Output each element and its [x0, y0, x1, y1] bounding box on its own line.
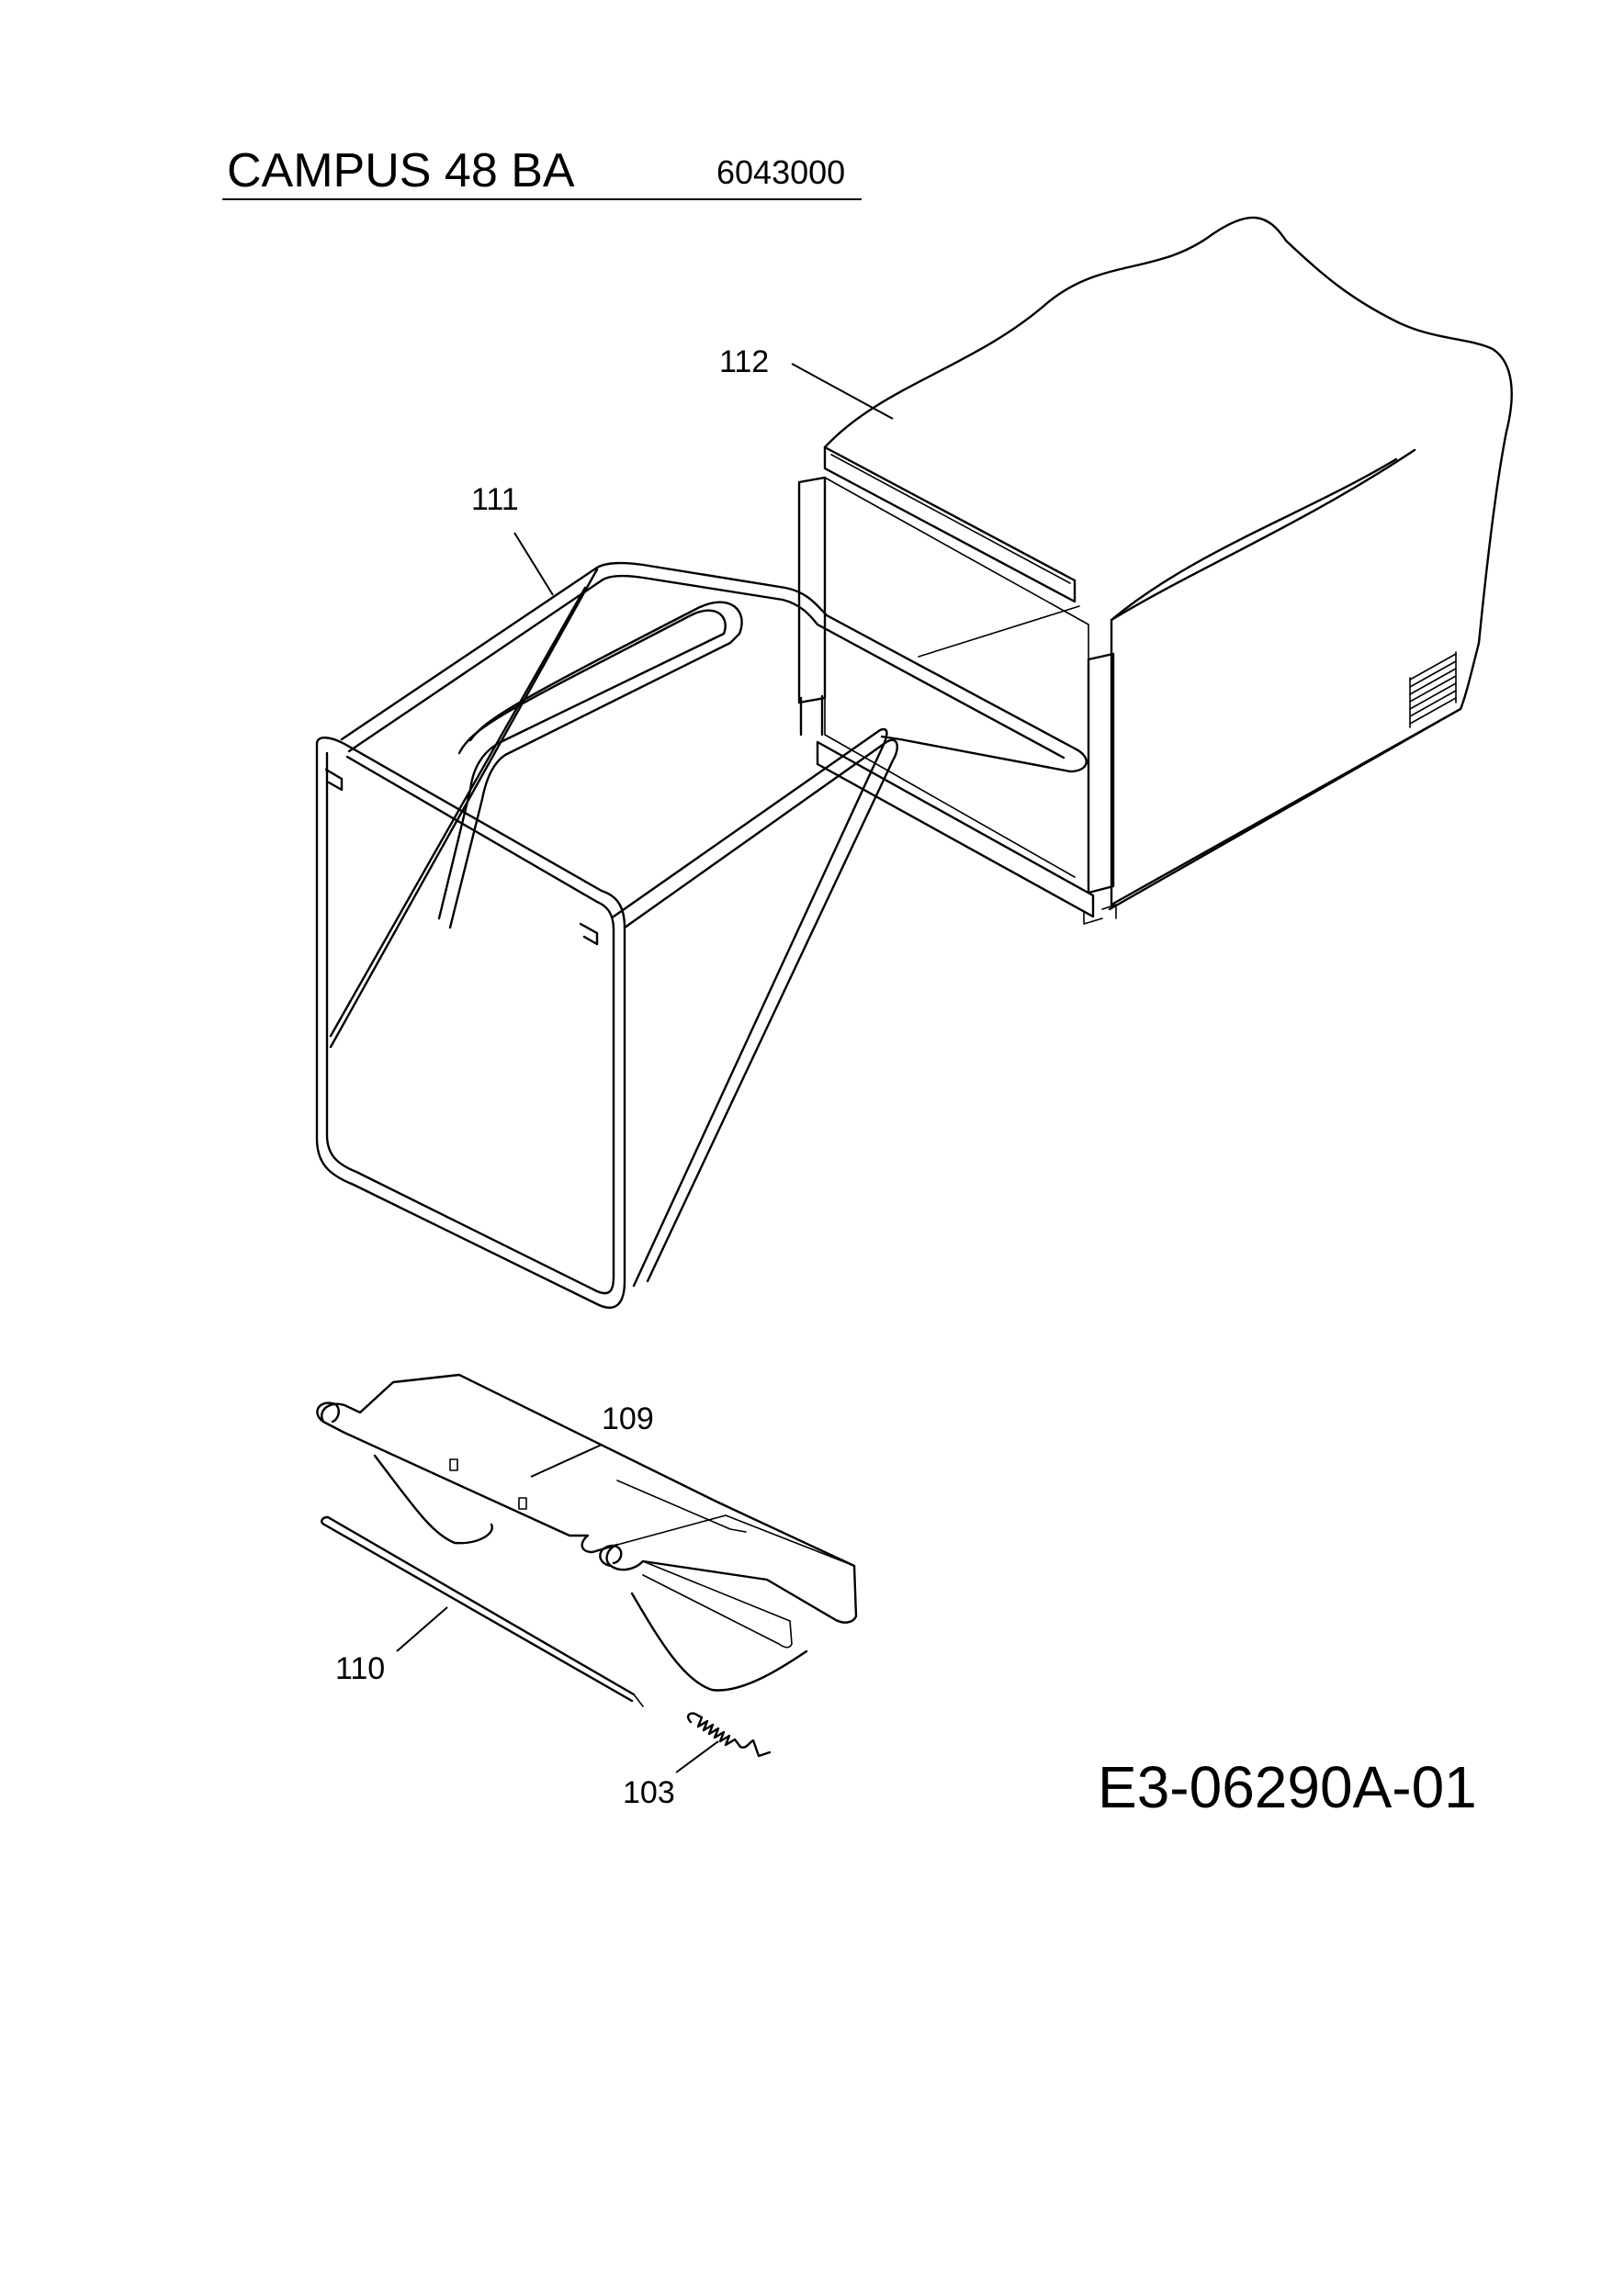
grass-bag-top-edge: [1110, 448, 1416, 622]
model-title: CAMPUS 48 BA: [227, 144, 575, 197]
callout-109: 109: [602, 1401, 654, 1436]
flap-axle-part: 110: [321, 1515, 644, 1707]
rear-flap-hinge-right: [599, 1544, 623, 1568]
rear-flap-lip: [642, 1560, 793, 1649]
rear-flap-slot-2: [518, 1497, 527, 1510]
rear-flap-plate: [321, 1373, 858, 1624]
callout-103: 103: [623, 1775, 675, 1810]
callout-leader-110: [396, 1606, 448, 1652]
rear-flap-side-right: [630, 1592, 808, 1692]
rear-flap-part: 109: [316, 1373, 858, 1692]
bag-frame-part: 111: [315, 482, 1088, 1310]
callout-leader-112: [791, 363, 894, 420]
rear-flap-slot-1: [449, 1458, 458, 1471]
header: CAMPUS 48 BA 6043000: [222, 144, 862, 200]
callout-111: 111: [471, 482, 519, 517]
callout-leader-109: [530, 1444, 603, 1478]
callout-110: 110: [335, 1651, 385, 1686]
grass-bag-front-frame: [797, 445, 1117, 925]
grass-bag-vent: [1409, 651, 1457, 728]
flap-axle-rod: [322, 1515, 636, 1703]
callout-leader-111: [513, 532, 554, 596]
grass-bag-bottom-edge: [1108, 707, 1462, 911]
callout-leader-103: [675, 1740, 719, 1773]
grass-bag-part: 112: [719, 216, 1513, 925]
bag-frame-wire: [315, 561, 1088, 1310]
flap-spring-coil: [686, 1712, 772, 1758]
grass-bag-outline: [823, 216, 1513, 906]
rear-flap-hinge-left: [316, 1401, 340, 1424]
rear-flap-side-left: [373, 1454, 493, 1545]
bag-frame-hook-right: [579, 922, 599, 946]
part-number: 6043000: [716, 153, 845, 191]
rear-flap-edge: [616, 1514, 855, 1567]
bag-frame-hook-left: [324, 768, 344, 792]
flap-spring-part: 103: [623, 1712, 772, 1810]
callout-112: 112: [719, 344, 769, 379]
drawing-id: E3-06290A-01: [1098, 1754, 1477, 1820]
